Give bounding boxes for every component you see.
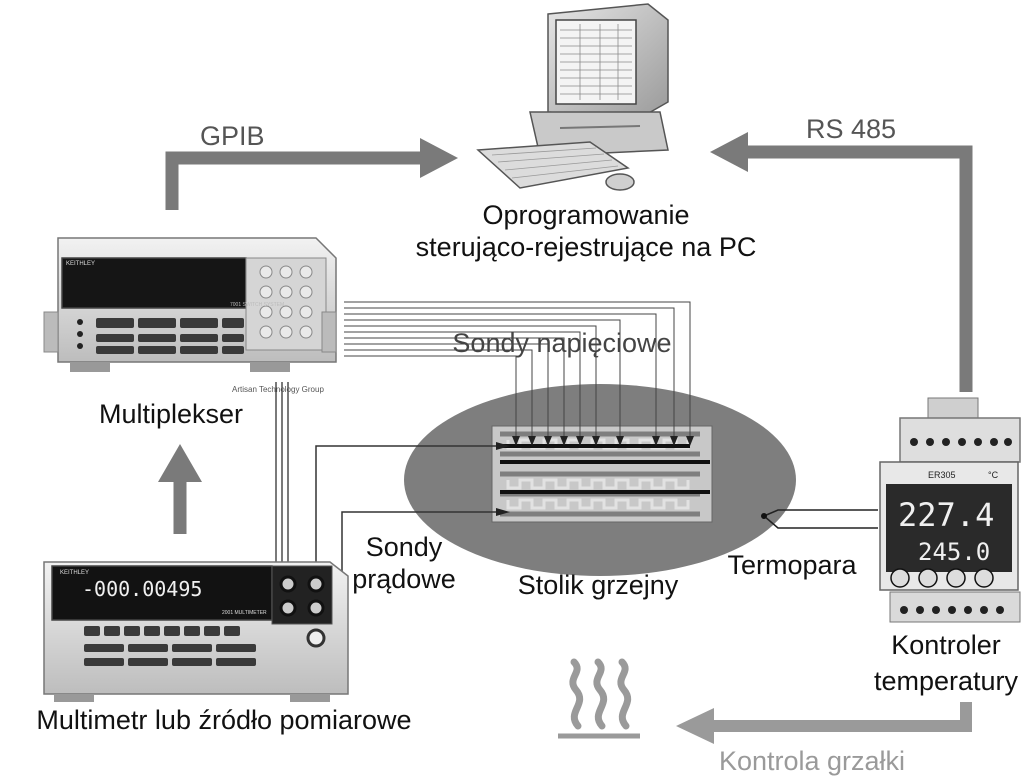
temperature-controller-image: ER305 °C 227.4 245.0 — [879, 397, 1021, 623]
rs485-arrow — [710, 132, 973, 392]
multiplexer-model: 7001 SWITCH SYSTEM — [230, 302, 284, 308]
controller-unit: °C — [988, 470, 999, 480]
multimeter-model: 2001 MULTIMETER — [222, 610, 267, 616]
multimeter-to-multiplexer-arrow — [158, 444, 202, 534]
multimeter-device-image: KEITHLEY -000.00495 2001 MULTIMETER — [43, 561, 349, 702]
gpib-label: GPIB — [200, 121, 265, 151]
heater-control-arrow — [676, 702, 972, 744]
heating-stage-label: Stolik grzejny — [518, 570, 679, 600]
controller-label-line2: temperatury — [874, 666, 1019, 696]
multiplexer-label: Multiplekser — [99, 399, 243, 429]
controller-label-line1: Kontroler — [891, 630, 1001, 660]
rs485-label: RS 485 — [806, 114, 896, 144]
multimeter-display: -000.00495 — [82, 577, 202, 601]
gpib-arrow — [165, 138, 458, 210]
heater-control-label: Kontrola grzałki — [719, 746, 905, 776]
voltage-probe-wires — [344, 301, 691, 444]
multimeter-brand: KEITHLEY — [60, 570, 89, 576]
multimeter-label: Multimetr lub źródło pomiarowe — [36, 705, 411, 735]
thermocouple-wires — [763, 509, 878, 529]
multiplexer-watermark: Artisan Technology Group — [232, 385, 324, 394]
multiplexer-device-image: KEITHLEY 7001 SWITCH SYSTEM Artisan Tech… — [43, 237, 337, 394]
current-probes-label-line1: Sondy — [366, 532, 443, 562]
voltage-probes-label: Sondy napięciowe — [452, 328, 671, 358]
pc-software-label-line1: Oprogramowanie — [482, 200, 689, 230]
controller-model: ER305 — [928, 470, 956, 480]
controller-display-bottom: 245.0 — [918, 538, 990, 566]
thermocouple-label: Termopara — [727, 550, 857, 580]
controller-display-top: 227.4 — [898, 496, 994, 534]
mouse-icon — [605, 173, 635, 191]
current-probes-label-line2: prądowe — [352, 564, 456, 594]
pc-computer-icon — [476, 3, 669, 191]
pc-software-label-line2: sterująco-rejestrujące na PC — [416, 232, 757, 262]
voltage-probe-arrowheads — [512, 436, 694, 446]
heater-icon — [558, 658, 640, 739]
multiplexer-brand: KEITHLEY — [66, 261, 95, 267]
